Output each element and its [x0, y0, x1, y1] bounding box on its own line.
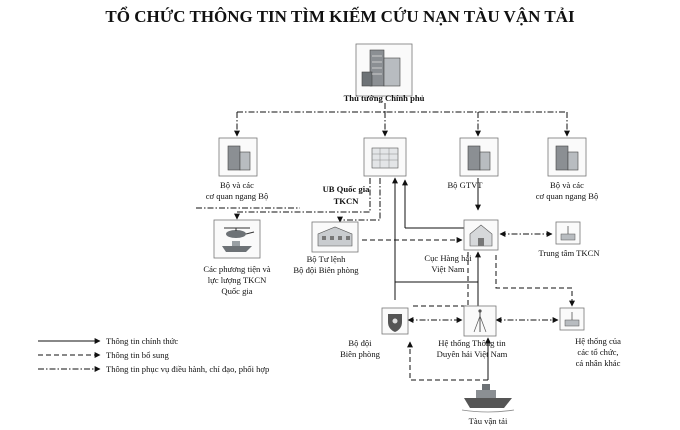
node-prime-minister: Thủ tướng Chính phủ: [344, 43, 425, 103]
building-icon: [227, 145, 251, 171]
label-ministries-right-2: cơ quan ngang Bộ: [536, 191, 599, 201]
node-bo-gtvt: Bộ GTVT: [447, 137, 499, 190]
label-ministries-left-1: Bộ và các: [220, 180, 254, 190]
label-ministries-left-2: cơ quan ngang Bộ: [206, 191, 269, 201]
label-ministries-right-1: Bộ và các: [550, 180, 584, 190]
label-border-guard-1: Bộ đội: [348, 338, 372, 348]
node-maritime: Cục Hàng hải Việt Nam: [424, 219, 499, 274]
node-forces: Các phương tiện và lực lượng TKCN Quốc g…: [203, 219, 271, 296]
label-ub-1: UB Quốc gia: [323, 184, 370, 194]
label-prime-minister: Thủ tướng Chính phủ: [344, 93, 425, 103]
node-ub-committee: UB Quốc gia TKCN: [323, 137, 407, 206]
building-icon: [361, 49, 401, 87]
label-info-system-2: Duyên hải Việt Nam: [437, 349, 508, 359]
label-ship: Tàu vận tải: [469, 416, 508, 426]
legend: Thông tin chính thức Thông tin bổ sung T…: [38, 336, 269, 374]
boat-icon: [222, 241, 252, 252]
shield-icon: [388, 314, 402, 332]
node-org-system: Hệ thống của các tổ chức, cá nhân khác: [559, 307, 621, 368]
node-info-system: Hệ thống Thông tin Duyên hải Việt Nam: [437, 305, 508, 359]
house-icon: [469, 224, 493, 247]
node-ministries-right: Bộ và các cơ quan ngang Bộ: [536, 137, 599, 201]
label-ub-2: TKCN: [334, 196, 360, 206]
label-rescue-center: Trung tâm TKCN: [538, 248, 600, 258]
antenna-icon: [564, 312, 580, 327]
ship-icon: [461, 384, 515, 413]
building-icon: [467, 145, 491, 171]
node-border-guard: Bộ đội Biên phòng: [340, 307, 409, 359]
antenna-icon: [560, 226, 576, 241]
node-ship: Tàu vận tải: [461, 384, 515, 426]
legend-official: Thông tin chính thức: [106, 336, 178, 346]
label-maritime-2: Việt Nam: [431, 264, 464, 274]
node-rescue-center: Trung tâm TKCN: [538, 221, 600, 258]
label-forces-3: Quốc gia: [221, 286, 252, 296]
label-org-system-3: cá nhân khác: [576, 358, 621, 368]
label-border-command-1: Bộ Tư lệnh: [307, 254, 347, 264]
legend-supplementary: Thông tin bổ sung: [106, 350, 169, 360]
building-icon: [555, 145, 579, 171]
antenna-icon: [473, 309, 487, 333]
office-building-icon: [371, 147, 399, 169]
label-forces-1: Các phương tiện và: [203, 264, 270, 274]
office-building-icon: [317, 226, 353, 247]
label-border-guard-2: Biên phòng: [340, 349, 381, 359]
label-bo-gtvt: Bộ GTVT: [447, 180, 483, 190]
helicopter-icon: [224, 227, 255, 238]
label-org-system-2: các tổ chức,: [577, 347, 618, 357]
page-title: TỔ CHỨC THÔNG TIN TÌM KIẾM CỨU NẠN TÀU V…: [105, 6, 575, 26]
label-maritime-1: Cục Hàng hải: [424, 253, 472, 263]
label-border-command-2: Bộ đội Biên phòng: [293, 265, 359, 275]
label-info-system-1: Hệ thống Thông tin: [438, 338, 506, 348]
legend-coordination: Thông tin phục vụ điều hành, chỉ đạo, ph…: [106, 364, 269, 374]
connectors: [196, 103, 575, 381]
label-forces-2: lực lượng TKCN: [208, 275, 267, 285]
label-org-system-1: Hệ thống của: [575, 336, 621, 346]
node-ministries-left: Bộ và các cơ quan ngang Bộ: [206, 137, 269, 201]
node-border-command: Bộ Tư lệnh Bộ đội Biên phòng: [293, 221, 359, 275]
